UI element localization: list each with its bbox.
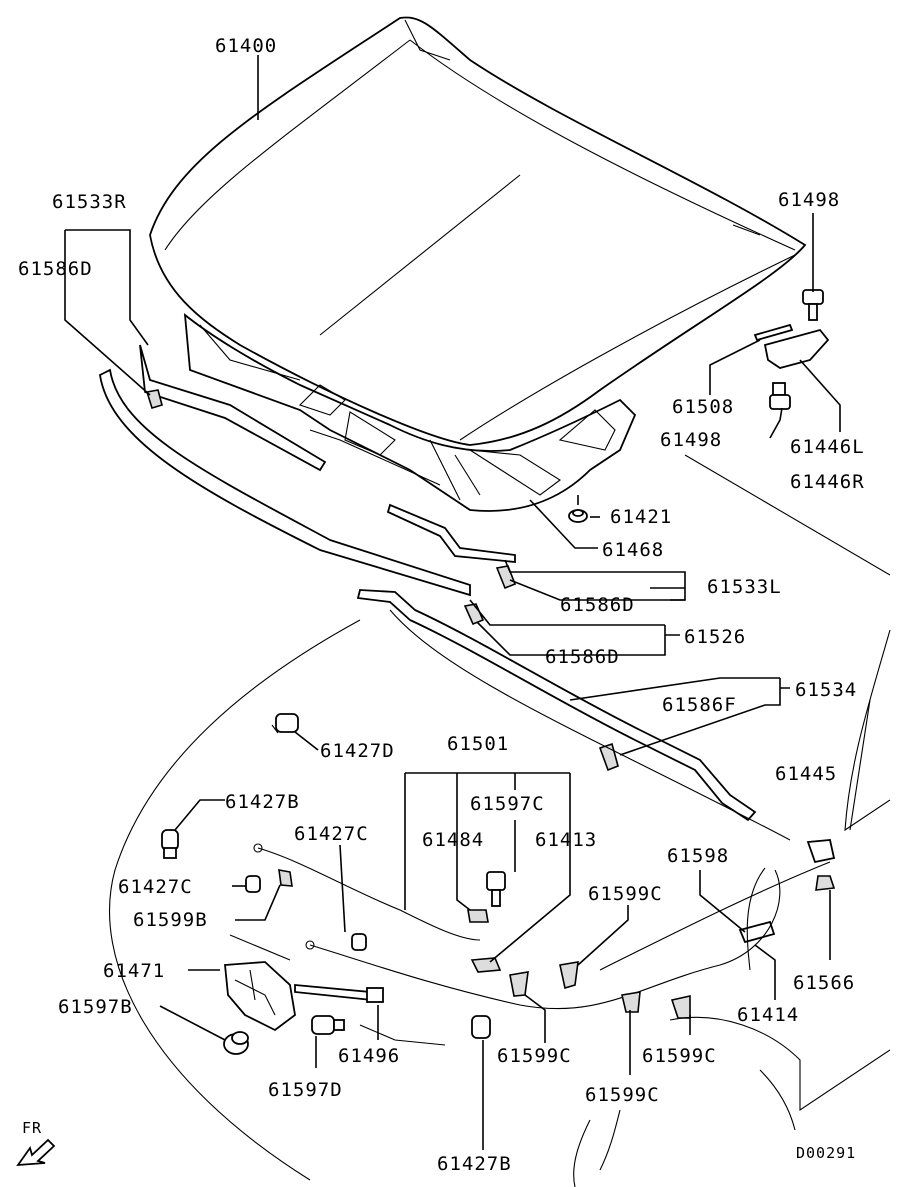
bumper-61597D — [311, 1015, 345, 1035]
hinge-61446 — [753, 323, 830, 369]
label-61599C-c: 61599C — [642, 1045, 717, 1067]
label-61597C: 61597C — [470, 793, 545, 815]
label-61501: 61501 — [447, 733, 509, 755]
label-61508: 61508 — [672, 396, 734, 418]
bolt-61498-b — [769, 382, 791, 410]
clip-61484 — [467, 909, 489, 923]
body-outline — [108, 454, 891, 1187]
label-61498-a: 61498 — [778, 189, 840, 211]
leader-lines — [64, 55, 841, 1150]
bolt-61597C — [486, 871, 506, 907]
front-arrow-icon — [16, 1138, 56, 1167]
label-61421: 61421 — [610, 506, 672, 528]
label-61498-b: 61498 — [660, 429, 722, 451]
label-61496: 61496 — [338, 1045, 400, 1067]
cushion-61427B-b — [471, 1015, 491, 1039]
label-61599C-b: 61599C — [497, 1045, 572, 1067]
weatherstrip-61526 — [99, 368, 471, 597]
cable-61501 — [253, 843, 781, 1010]
label-61446L: 61446L — [790, 436, 865, 458]
clip-61599C-b — [509, 971, 529, 997]
clip-61599C-a — [559, 961, 579, 990]
label-61427C-b: 61427C — [118, 876, 193, 898]
cushion-61427C-a — [245, 875, 261, 893]
part-labels: 61400 61533R 61586D 61498 61508 61498 61… — [18, 35, 865, 1175]
label-61566: 61566 — [793, 972, 855, 994]
clip-61599C-d — [670, 995, 691, 1019]
cushion-61427C-b — [351, 933, 367, 951]
label-61586D-b: 61586D — [560, 594, 635, 616]
clip-61413 — [470, 957, 502, 973]
bumper-61421 — [568, 509, 588, 523]
label-61526: 61526 — [684, 626, 746, 648]
hood-panel — [149, 16, 807, 512]
label-61533L: 61533L — [707, 576, 782, 598]
clip-61599B — [278, 869, 293, 887]
label-61484: 61484 — [422, 829, 484, 851]
bolt-61566 — [815, 875, 836, 891]
label-61598: 61598 — [667, 845, 729, 867]
bolt-61498-a — [802, 289, 824, 321]
label-61414: 61414 — [737, 1004, 799, 1026]
label-61533R: 61533R — [52, 191, 127, 213]
label-61468: 61468 — [602, 539, 664, 561]
knob-61597B — [223, 1031, 249, 1055]
clip-61586D-c — [463, 603, 485, 626]
label-61597D: 61597D — [268, 1079, 343, 1101]
label-61427D: 61427D — [320, 740, 395, 762]
label-61534: 61534 — [795, 679, 857, 701]
clip-61599C-c — [621, 991, 641, 1013]
label-61586F: 61586F — [662, 694, 737, 716]
clip-61586D-a — [145, 389, 163, 409]
label-61446R: 61446R — [790, 471, 865, 493]
label-61427B-a: 61427B — [225, 791, 300, 813]
label-61586D-a: 61586D — [18, 258, 93, 280]
rod-61496 — [294, 984, 384, 1003]
striker-61445 — [806, 839, 836, 864]
label-61599C-d: 61599C — [585, 1084, 660, 1106]
label-61427B-b: 61427B — [437, 1153, 512, 1175]
diagram-code: D00291 — [796, 1144, 856, 1162]
front-direction-indicator: FR — [16, 1119, 56, 1167]
stay-holder-61427D — [271, 713, 299, 734]
label-61597B: 61597B — [58, 996, 133, 1018]
weatherstrip-61534 — [356, 589, 757, 822]
label-61427C-a: 61427C — [294, 823, 369, 845]
cushion-61427B-a — [161, 829, 179, 859]
label-61400: 61400 — [215, 35, 277, 57]
label-61445: 61445 — [775, 763, 837, 785]
bracket-61598 — [738, 920, 776, 944]
label-61599C-a: 61599C — [588, 883, 663, 905]
label-61471: 61471 — [103, 960, 165, 982]
front-label: FR — [22, 1119, 42, 1137]
weatherstrip-61533L — [386, 503, 516, 563]
label-61586D-c: 61586D — [545, 646, 620, 668]
label-61599B: 61599B — [133, 909, 208, 931]
label-61413: 61413 — [535, 829, 597, 851]
latch-61471 — [224, 961, 296, 1032]
clip-61586D-b — [495, 565, 517, 590]
